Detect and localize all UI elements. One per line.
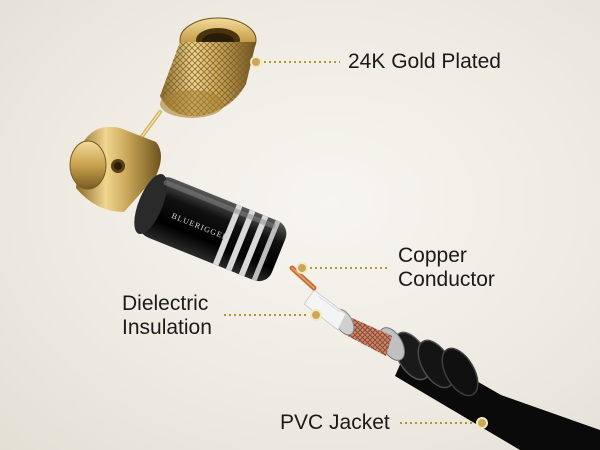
label-dielectric-line2: Insulation xyxy=(122,316,212,339)
label-dielectric-insulation: Dielectric Insulation xyxy=(122,292,232,340)
label-copper-conductor: Copper Conductor xyxy=(398,244,548,292)
label-copper-line1: Copper xyxy=(398,244,467,267)
gold-pin-body-icon xyxy=(69,126,161,212)
leader-lines xyxy=(224,56,488,429)
coax-cable-icon xyxy=(289,265,600,450)
label-copper-line2: Conductor xyxy=(398,268,495,291)
label-pvc-jacket: PVC Jacket xyxy=(280,411,390,434)
gold-knurled-nut-icon xyxy=(160,17,257,118)
label-gold-plated: 24K Gold Plated xyxy=(348,50,501,73)
black-shell-icon: BLUERIGGER xyxy=(134,174,287,282)
label-dielectric-line1: Dielectric xyxy=(122,292,209,315)
